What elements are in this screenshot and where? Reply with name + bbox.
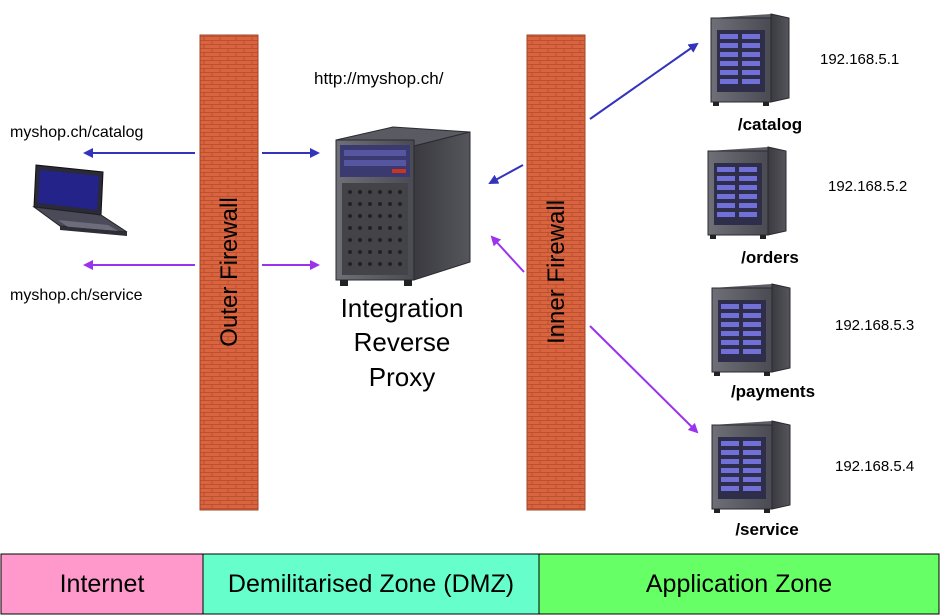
backend-server-payments — [711, 283, 791, 376]
laptop-icon — [32, 164, 128, 236]
service-backend-arrow — [589, 325, 699, 434]
server-ip-2: 192.168.5.2 — [828, 178, 907, 195]
outer-firewall: Outer Firewall — [199, 34, 259, 511]
client-service-label: myshop.ch/service — [10, 287, 143, 304]
server-ip-1: 192.168.5.1 — [820, 51, 899, 68]
server-ip-4: 192.168.5.4 — [835, 458, 914, 475]
reverse-proxy-server-icon — [335, 126, 471, 286]
backend-server-catalog — [710, 13, 790, 106]
zone-dmz — [202, 553, 540, 615]
zone-dmz-label: Demilitarised Zone (DMZ) — [228, 570, 514, 598]
backend-server-orders — [707, 146, 787, 239]
zone-internet-label: Internet — [60, 570, 145, 598]
zone-application-label: Application Zone — [646, 570, 832, 598]
server-path-4: /service — [735, 520, 798, 539]
proxy-label-line2: Reverse — [354, 327, 451, 357]
proxy-url: http://myshop.ch/ — [314, 69, 444, 88]
backend-server-service — [711, 420, 791, 513]
client-catalog-label: myshop.ch/catalog — [10, 124, 143, 141]
zone-internet — [0, 553, 204, 615]
outer-firewall-label: Outer Firewall — [216, 197, 243, 346]
service-return-arrow — [490, 235, 525, 273]
server-path-1: /catalog — [738, 115, 802, 134]
inner-firewall-label: Inner Firewall — [543, 200, 570, 344]
inner-firewall: Inner Firewall — [526, 34, 586, 511]
catalog-return-arrow — [488, 164, 524, 184]
catalog-backend-arrow — [589, 42, 699, 120]
proxy-label-line3: Proxy — [369, 362, 435, 392]
proxy-label-line1: Integration — [341, 293, 464, 323]
server-ip-3: 192.168.5.3 — [835, 317, 914, 334]
zone-bar: Internet Demilitarised Zone (DMZ) Applic… — [0, 553, 940, 615]
server-path-3: /payments — [731, 382, 815, 401]
server-path-2: /orders — [741, 248, 799, 267]
zone-application — [538, 553, 940, 615]
